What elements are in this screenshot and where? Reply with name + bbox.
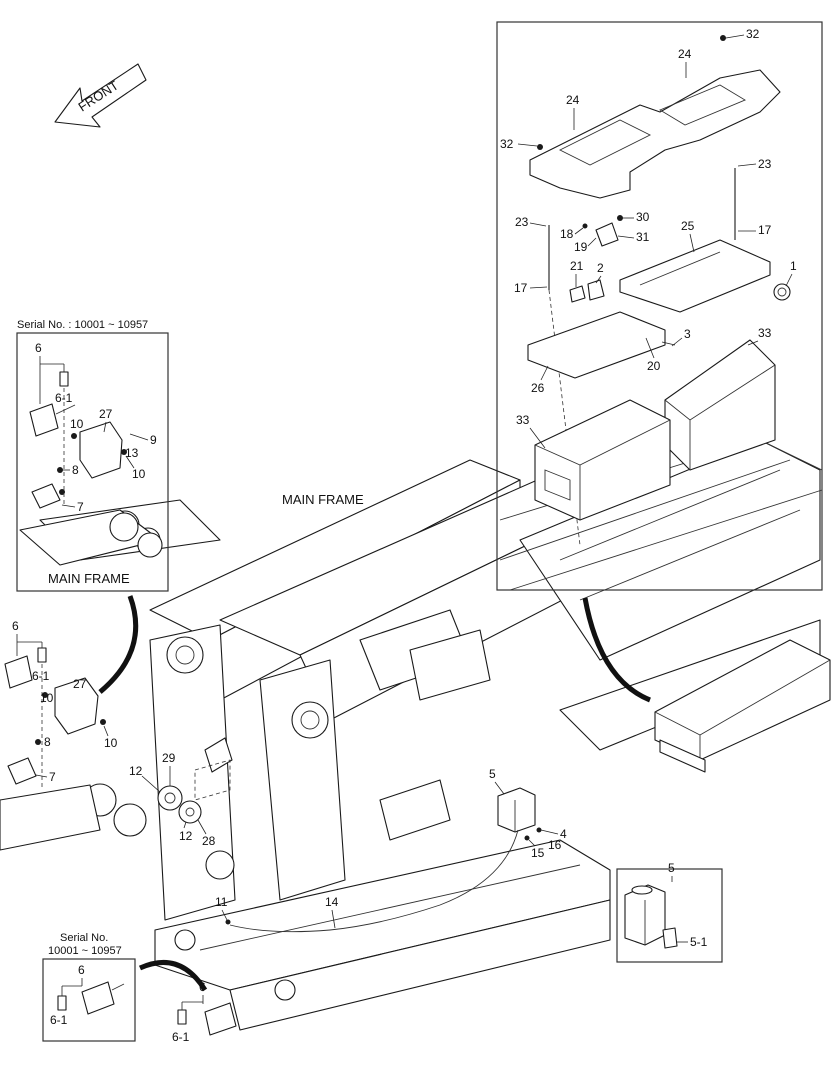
detail-callout-5: 5 bbox=[668, 861, 675, 875]
bottom-inset-callout-6-1: 6-1 bbox=[50, 1013, 68, 1027]
battery-cover bbox=[529, 69, 781, 199]
washer-tank-callouts: 5 4 16 15 14 11 bbox=[215, 767, 567, 929]
inset-callout-10a: 10 bbox=[70, 417, 84, 431]
battery-tray bbox=[527, 311, 666, 379]
serial-bottom-line1: Serial No. bbox=[60, 932, 108, 944]
battery-assembly-on-frame bbox=[654, 639, 831, 773]
left-callout-27: 27 bbox=[73, 677, 87, 691]
left-callout-6-1: 6-1 bbox=[32, 669, 50, 683]
detail-callout-5-1: 5-1 bbox=[690, 935, 708, 949]
inset-callout-6: 6 bbox=[35, 341, 42, 355]
callout-24-rear: 24 bbox=[678, 47, 692, 61]
left-callout-10a: 10 bbox=[40, 691, 54, 705]
battery-pointer-arrow bbox=[582, 597, 651, 703]
left-callout-6: 6 bbox=[12, 619, 19, 633]
tank-callout-11: 11 bbox=[215, 895, 228, 909]
lamp-pointer-arrow bbox=[98, 595, 139, 694]
callout-24-front: 24 bbox=[566, 93, 580, 107]
washer-tank-assembly bbox=[225, 787, 542, 933]
callout-23-left: 23 bbox=[515, 215, 529, 229]
tank-callout-15: 15 bbox=[531, 846, 545, 860]
callout-23-right: 23 bbox=[758, 157, 772, 171]
inset-callout-13: 13 bbox=[125, 446, 139, 460]
tank-callout-4: 4 bbox=[560, 827, 567, 841]
lamp-inset-bottom-callouts: 6 6-1 bbox=[50, 963, 85, 1027]
horn-callouts: 12 29 12 28 bbox=[129, 751, 216, 848]
horn-callout-28: 28 bbox=[202, 834, 216, 848]
lamp-inset-top: Serial No. : 10001 ~ 10957 bbox=[16, 319, 169, 592]
callout-30: 30 bbox=[636, 210, 650, 224]
rear-callout-6: 6 bbox=[199, 980, 206, 994]
inset-callout-9: 9 bbox=[150, 433, 157, 447]
callout-18: 18 bbox=[560, 227, 574, 241]
callout-32-top: 32 bbox=[746, 27, 760, 41]
horn-left bbox=[157, 785, 183, 811]
callout-32-left: 32 bbox=[500, 137, 514, 151]
inset-callout-27: 27 bbox=[99, 407, 113, 421]
horn-callout-29: 29 bbox=[162, 751, 176, 765]
tank-callout-16: 16 bbox=[548, 838, 562, 852]
callout-33-rear: 33 bbox=[758, 326, 772, 340]
main-frame-label: MAIN FRAME bbox=[282, 492, 364, 507]
left-callout-10b: 10 bbox=[104, 736, 118, 750]
horn-assembly bbox=[157, 737, 233, 824]
inset-main-frame-label: MAIN FRAME bbox=[48, 571, 130, 586]
work-lamp-left bbox=[4, 655, 33, 689]
callout-25: 25 bbox=[681, 219, 695, 233]
callout-17-left: 17 bbox=[514, 281, 528, 295]
lamp-left-callouts: 6 6-1 27 10 10 8 7 bbox=[12, 619, 118, 784]
left-callout-8: 8 bbox=[44, 735, 51, 749]
callout-33-front: 33 bbox=[516, 413, 530, 427]
bottom-inset-callout-6: 6 bbox=[78, 963, 85, 977]
tank-detail-callouts: 5 5-1 bbox=[668, 861, 708, 949]
rear-lamp-pointer-arrow bbox=[138, 959, 208, 992]
horn-right bbox=[178, 800, 202, 824]
tank-callout-5: 5 bbox=[489, 767, 496, 781]
rear-callout-6-1: 6-1 bbox=[172, 1030, 190, 1044]
battery-front bbox=[534, 399, 671, 521]
lamp-inset-top-callouts: 6 6-1 27 10 9 13 10 8 7 MAIN FRAME bbox=[35, 341, 157, 586]
battery-detail-box bbox=[496, 21, 823, 591]
horn-callout-12b: 12 bbox=[179, 829, 193, 843]
lamp-left-assembly bbox=[4, 647, 106, 790]
serial-label-top: Serial No. : 10001 ~ 10957 bbox=[17, 319, 148, 331]
rear-lamp bbox=[204, 1002, 237, 1036]
washer-tank bbox=[497, 787, 536, 833]
rear-lamp-assembly bbox=[177, 1002, 237, 1036]
tank-detail-box bbox=[616, 868, 723, 963]
main-frame-structure bbox=[0, 439, 821, 1031]
rear-lamp-callouts: 6 6-1 bbox=[172, 980, 206, 1044]
tank-callout-14: 14 bbox=[325, 895, 339, 909]
inset-callout-7: 7 bbox=[77, 500, 84, 514]
callout-3: 3 bbox=[684, 327, 691, 341]
work-lamp-inset bbox=[29, 403, 59, 437]
tray-bracket bbox=[619, 239, 771, 313]
callout-26: 26 bbox=[531, 381, 545, 395]
horn-callout-12a: 12 bbox=[129, 764, 143, 778]
callout-1: 1 bbox=[790, 259, 797, 273]
serial-bottom-line2: 10001 ~ 10957 bbox=[48, 945, 122, 957]
rear-lamp-inset bbox=[81, 981, 115, 1015]
battery-callouts: 32 24 24 32 23 23 17 25 30 31 18 19 21 2… bbox=[500, 27, 797, 449]
inset-callout-10b: 10 bbox=[132, 467, 146, 481]
callout-31: 31 bbox=[636, 230, 650, 244]
front-direction-arrow: FRONT bbox=[54, 63, 147, 128]
callout-19: 19 bbox=[574, 240, 588, 254]
left-callout-7: 7 bbox=[49, 770, 56, 784]
callout-2: 2 bbox=[597, 261, 604, 275]
inset-callout-6-1: 6-1 bbox=[55, 391, 73, 405]
callout-20: 20 bbox=[647, 359, 661, 373]
inset-callout-8: 8 bbox=[72, 463, 79, 477]
callout-21: 21 bbox=[570, 259, 584, 273]
lamp-inset-bottom: Serial No. 10001 ~ 10957 bbox=[42, 932, 136, 1042]
callout-17-right: 17 bbox=[758, 223, 772, 237]
